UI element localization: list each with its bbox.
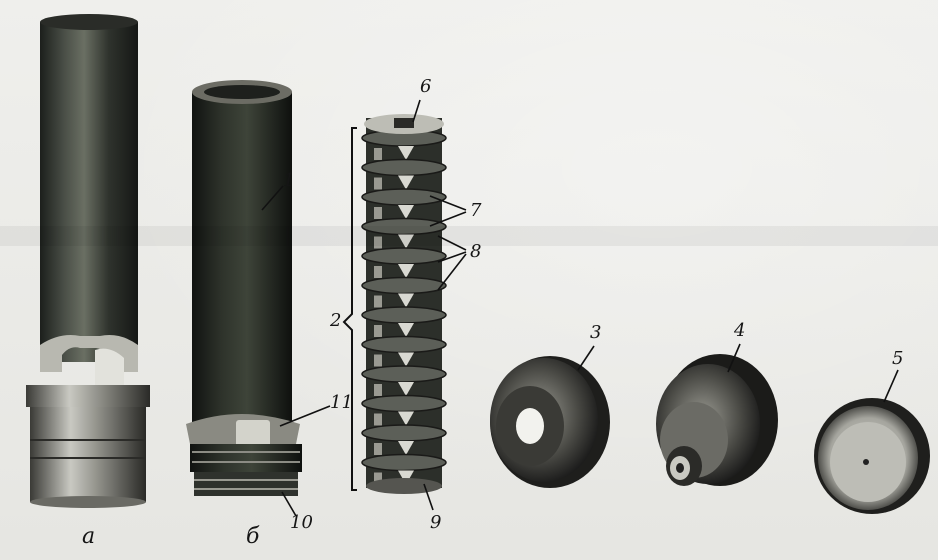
baffle-window xyxy=(398,382,414,396)
baffle-slot xyxy=(374,207,382,219)
label-8: 8 xyxy=(470,241,482,262)
baffle-window xyxy=(398,323,414,337)
baffle-ring xyxy=(361,158,447,177)
baffle-slot xyxy=(374,443,382,455)
label-1: 1 xyxy=(283,170,295,191)
baffle-slot xyxy=(374,148,382,160)
label-11: 11 xyxy=(330,392,353,413)
disk-3 xyxy=(490,356,610,488)
baffle-ring xyxy=(361,394,447,413)
baffle-window xyxy=(398,205,414,219)
baffle-ring xyxy=(361,217,447,236)
baffle-stack xyxy=(361,114,447,494)
baffle-window xyxy=(398,146,414,160)
baffle-slot xyxy=(374,266,382,278)
baffle-window xyxy=(398,264,414,278)
baffle-ring xyxy=(361,276,447,295)
baffle-slot xyxy=(374,177,382,190)
caption-b: б xyxy=(246,524,260,549)
plug-4 xyxy=(656,354,778,486)
baffle-window xyxy=(398,411,414,426)
baffle-slot xyxy=(374,295,382,308)
label-4: 4 xyxy=(734,320,746,341)
end-cap-5 xyxy=(814,398,930,514)
baffle-slot xyxy=(374,384,382,396)
label-10: 10 xyxy=(290,512,313,533)
baffle-ring xyxy=(361,424,447,442)
assembled-silencer-a xyxy=(26,14,150,508)
baffle-window xyxy=(398,352,414,367)
baffle-ring xyxy=(361,306,447,324)
baffle-ring xyxy=(361,247,447,265)
baffle-ring xyxy=(361,335,447,354)
baffle-slot xyxy=(374,354,382,367)
baffle-window xyxy=(398,175,414,190)
baffle-slot xyxy=(374,325,382,337)
baffle-slot xyxy=(374,413,382,426)
label-2: 2 xyxy=(330,310,342,331)
brace-2 xyxy=(342,127,357,491)
label-7: 7 xyxy=(470,200,482,221)
outer-tube-b xyxy=(186,80,302,496)
baffle-slot xyxy=(374,236,382,249)
baffle-rings xyxy=(361,129,447,485)
baffle-window xyxy=(398,293,414,308)
label-5: 5 xyxy=(892,348,904,369)
baffle-ring xyxy=(361,453,447,472)
label-3: 3 xyxy=(590,322,602,343)
baffle-ring xyxy=(361,365,447,383)
baffle-slot xyxy=(374,472,382,485)
label-6: 6 xyxy=(420,76,432,97)
baffle-window xyxy=(398,470,414,485)
baffle-window xyxy=(398,441,414,455)
label-9: 9 xyxy=(430,512,442,533)
caption-a: а xyxy=(82,524,96,549)
